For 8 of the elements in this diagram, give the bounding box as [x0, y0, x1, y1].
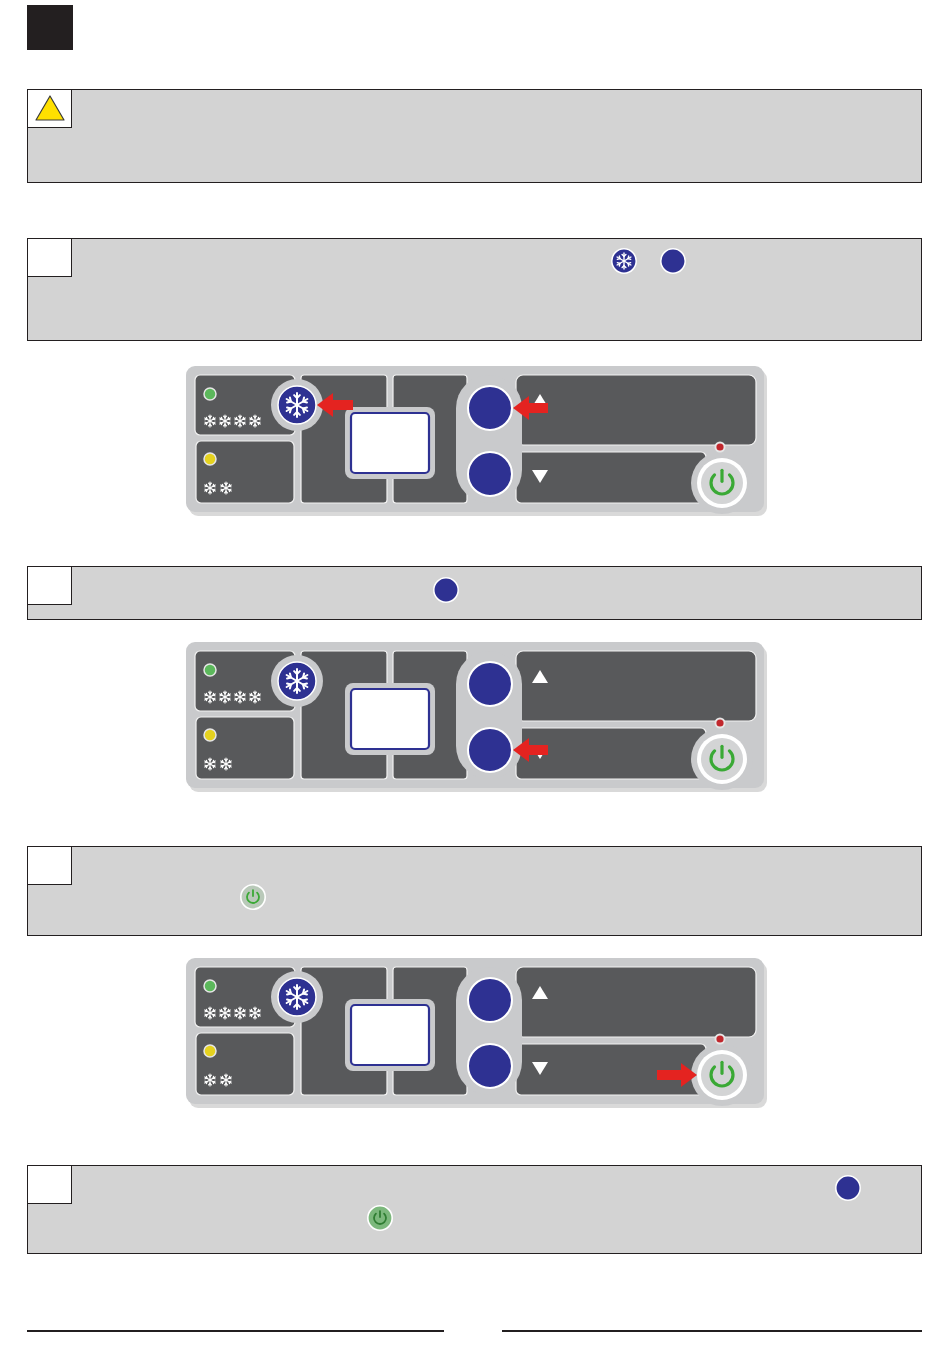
arrow	[513, 738, 548, 762]
power-button-icon	[697, 1050, 747, 1100]
snowflake-button-icon	[277, 385, 317, 425]
arrow	[317, 393, 353, 417]
arrow	[657, 1063, 697, 1087]
round-button-icon	[467, 727, 513, 773]
round-button-icon	[467, 385, 513, 431]
arrow	[513, 396, 548, 420]
